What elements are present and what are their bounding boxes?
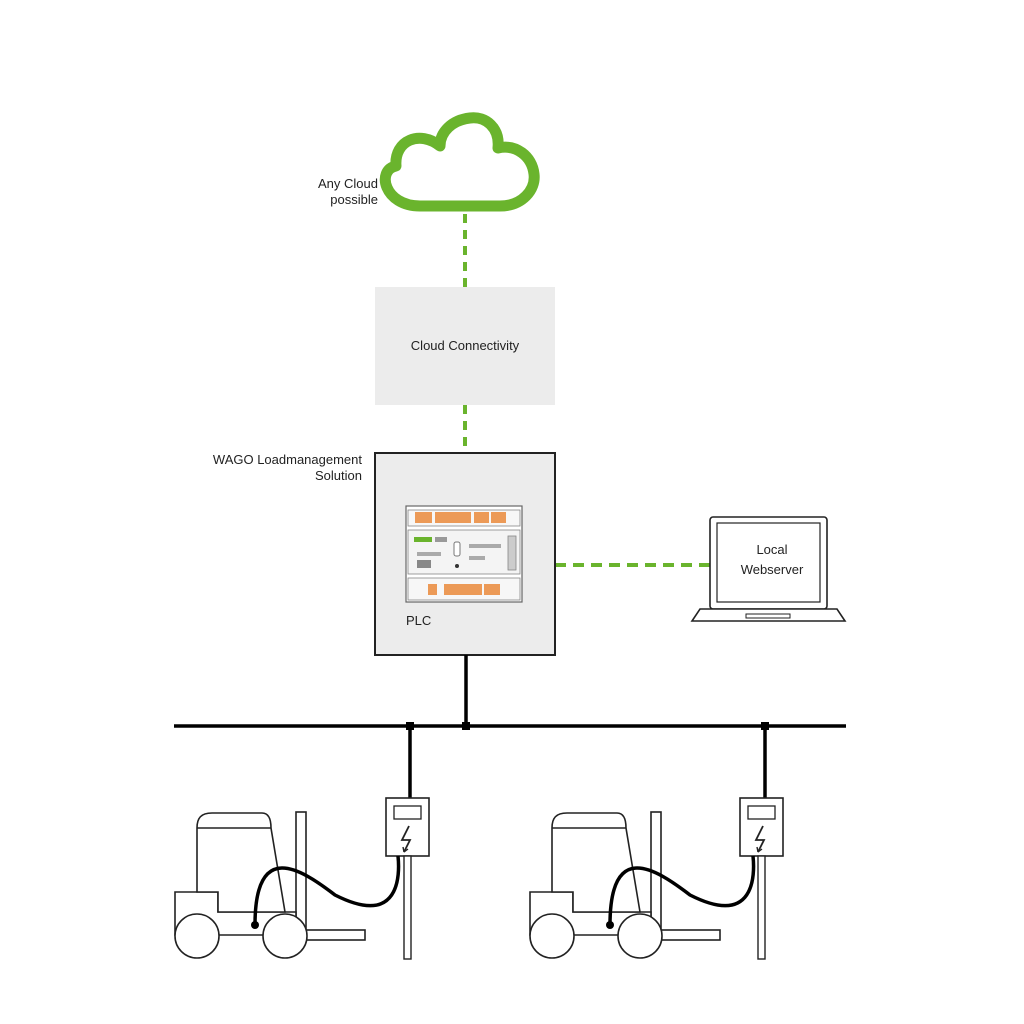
plc-solution-title-line2: Solution [315, 468, 362, 483]
plc-label: PLC [406, 613, 432, 628]
cloud-label: Any Cloud possible [278, 176, 378, 208]
bus-junction [462, 722, 470, 730]
plc-module-icon [405, 505, 523, 603]
plc-solution-title-line1: WAGO Loadmanagement [212, 452, 362, 467]
cloud-connectivity-box [375, 287, 555, 405]
plc-solution-title: WAGO Loadmanagement Solution [180, 452, 362, 484]
lightning-icon [754, 825, 766, 853]
charging-station-icon [385, 797, 430, 960]
lightning-icon [400, 825, 412, 853]
cloud-icon [379, 112, 540, 212]
forklift-icon [174, 811, 366, 959]
laptop-label-line2: Webserver [740, 562, 804, 577]
charging-cable-left [253, 855, 401, 926]
laptop-label: Local Webserver [717, 542, 827, 578]
cable-plug [251, 921, 259, 929]
laptop-icon [690, 516, 847, 622]
cloud-label-line1: Any Cloud [318, 176, 378, 191]
laptop-label-line1: Local [756, 542, 788, 557]
cable-plug [606, 921, 614, 929]
charging-station-icon [739, 797, 784, 960]
cloud-label-line2: possible [330, 192, 378, 207]
charging-cable-right [608, 855, 756, 926]
forklift-icon [529, 811, 721, 959]
cloud-connectivity-label: Cloud Connectivity [410, 338, 520, 353]
